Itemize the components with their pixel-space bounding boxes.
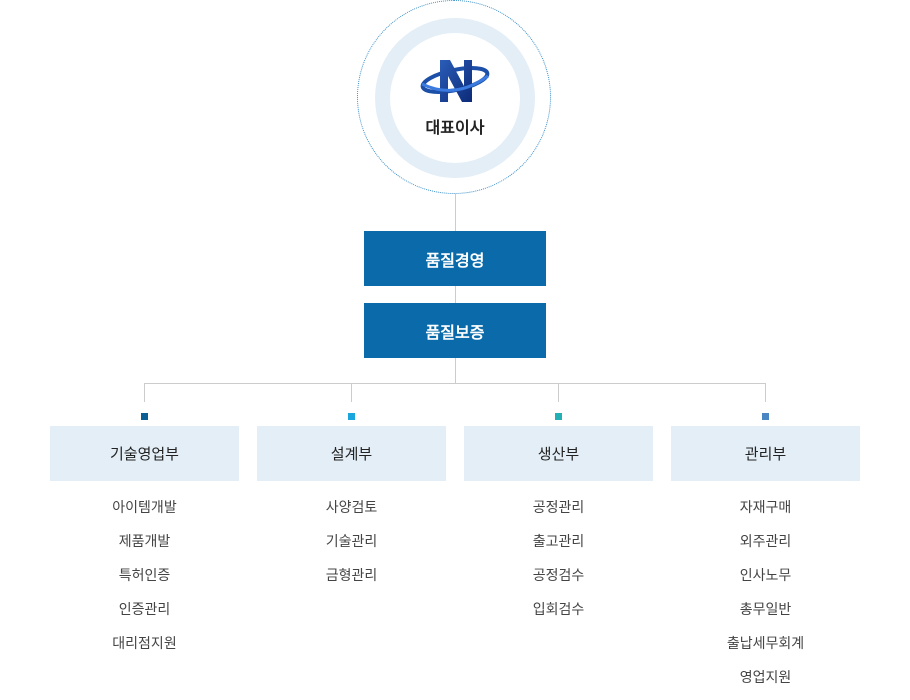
dept-task-item: 공정관리 — [532, 500, 585, 516]
dept-marker-4 — [762, 413, 769, 420]
quality-management-box: 품질경영 — [364, 231, 546, 286]
dept-task-item: 금형관리 — [325, 568, 378, 584]
connector-branch-horizontal — [144, 383, 766, 384]
dept-box-production: 생산부 — [464, 426, 653, 481]
dept-marker-1 — [141, 413, 148, 420]
dept-marker-2 — [348, 413, 355, 420]
dept-tasks-design: 사양검토 기술관리 금형관리 — [257, 496, 446, 598]
dept-box-management: 관리부 — [671, 426, 860, 481]
ceo-outer-dotted-ring — [357, 0, 551, 194]
dept-task-item: 인사노무 — [739, 568, 792, 584]
dept-task-item: 총무일반 — [739, 602, 792, 618]
dept-box-tech-sales: 기술영업부 — [50, 426, 239, 481]
dept-task-item: 공정검수 — [532, 568, 585, 584]
connector-dept-3 — [558, 383, 559, 402]
connector-dept-2 — [351, 383, 352, 402]
quality-assurance-box: 품질보증 — [364, 303, 546, 358]
connector-quality-qa — [455, 286, 456, 303]
dept-task-item: 외주관리 — [739, 534, 792, 550]
dept-task-item: 출고관리 — [532, 534, 585, 550]
dept-marker-3 — [555, 413, 562, 420]
dept-task-item: 자재구매 — [739, 500, 792, 516]
connector-ceo-quality — [455, 194, 456, 231]
dept-task-item: 출납세무회계 — [726, 636, 805, 652]
dept-task-item: 인증관리 — [118, 602, 171, 618]
dept-task-item: 입회검수 — [532, 602, 585, 618]
dept-tasks-production: 공정관리 출고관리 공정검수 입회검수 — [464, 496, 653, 632]
dept-task-item: 특허인증 — [118, 568, 171, 584]
dept-task-item: 아이템개발 — [112, 500, 177, 516]
connector-dept-4 — [765, 383, 766, 402]
dept-task-item: 대리점지원 — [112, 636, 177, 652]
dept-task-item: 제품개발 — [118, 534, 171, 550]
dept-tasks-tech-sales: 아이템개발 제품개발 특허인증 인증관리 대리점지원 — [50, 496, 239, 666]
connector-qa-branch — [455, 358, 456, 383]
connector-dept-1 — [144, 383, 145, 402]
dept-box-design: 설계부 — [257, 426, 446, 481]
dept-task-item: 영업지원 — [739, 670, 792, 686]
ceo-title: 대표이사 — [425, 118, 485, 137]
dept-task-item: 기술관리 — [325, 534, 378, 550]
dept-tasks-management: 자재구매 외주관리 인사노무 총무일반 출납세무회계 영업지원 — [671, 496, 860, 700]
ceo-node — [390, 33, 520, 163]
dept-task-item: 사양검토 — [325, 500, 378, 516]
company-n-logo-icon — [420, 60, 490, 102]
